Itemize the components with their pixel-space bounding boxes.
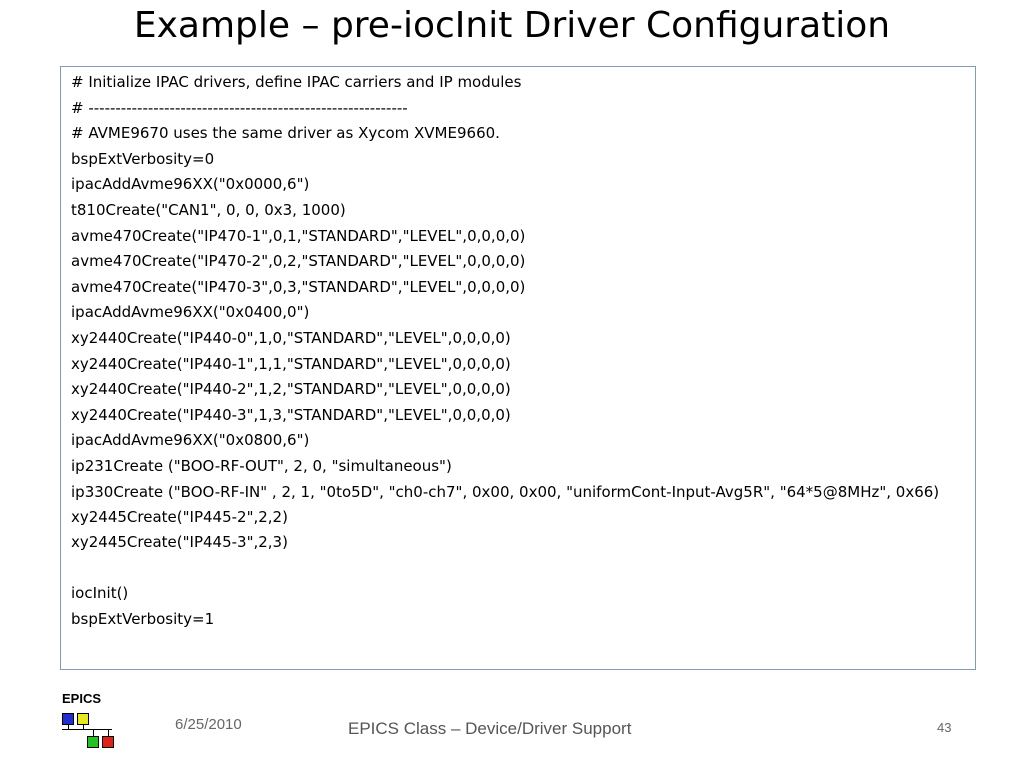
logo-yellow-square [77, 713, 89, 725]
footer-title: EPICS Class – Device/Driver Support [348, 719, 632, 738]
code-line: avme470Create("IP470-3",0,3,"STANDARD","… [71, 277, 526, 296]
code-line: avme470Create("IP470-2",0,2,"STANDARD","… [71, 252, 526, 271]
logo-green-square [87, 736, 99, 748]
code-line-wrapped: ip330Create ("BOO-RF-IN" , 2, 1, "0to5D"… [71, 482, 940, 501]
epics-logo: EPICS [62, 692, 118, 748]
code-line: xy2445Create("IP445-3",2,3) [71, 533, 288, 552]
code-line: xy2440Create("IP440-3",1,3,"STANDARD","L… [71, 405, 511, 424]
code-line-blank [71, 556, 967, 582]
page-number: 43 [937, 720, 952, 735]
logo-network-line [93, 729, 94, 736]
logo-network-line [62, 729, 112, 730]
logo-blue-square [62, 713, 74, 725]
code-line: # --------------------------------------… [71, 98, 408, 117]
code-line: xy2440Create("IP440-1",1,1,"STANDARD","L… [71, 354, 511, 373]
code-line: ipacAddAvme96XX("0x0400,0") [71, 303, 310, 322]
epics-logo-text: EPICS [62, 691, 102, 706]
code-line: # AVME9670 uses the same driver as Xycom… [71, 124, 500, 143]
code-line: ipacAddAvme96XX("0x0800,6") [71, 431, 310, 450]
logo-network-line [108, 729, 109, 736]
code-line: xy2440Create("IP440-2",1,2,"STANDARD","L… [71, 380, 511, 399]
code-line: bspExtVerbosity=1 [71, 609, 215, 628]
code-line: xy2440Create("IP440-0",1,0,"STANDARD","L… [71, 328, 511, 347]
code-line: xy2445Create("IP445-2",2,2) [71, 507, 288, 526]
code-box: # Initialize IPAC drivers, define IPAC c… [60, 66, 976, 670]
footer-date: 6/25/2010 [175, 716, 242, 733]
logo-network-line [68, 725, 69, 729]
logo-network-line [83, 725, 84, 729]
code-line: bspExtVerbosity=0 [71, 149, 215, 168]
code-line: ipacAddAvme96XX("0x0000,6") [71, 175, 310, 194]
code-line: avme470Create("IP470-1",0,1,"STANDARD","… [71, 226, 526, 245]
code-line: ip231Create ("BOO-RF-OUT", 2, 0, "simult… [71, 456, 452, 475]
code-line: # Initialize IPAC drivers, define IPAC c… [71, 73, 522, 91]
slide-title: Example – pre-iocInit Driver Configurati… [133, 5, 891, 46]
logo-red-square [102, 736, 114, 748]
code-line: iocInit() [71, 584, 129, 603]
code-line: t810Create("CAN1", 0, 0, 0x3, 1000) [71, 200, 346, 219]
